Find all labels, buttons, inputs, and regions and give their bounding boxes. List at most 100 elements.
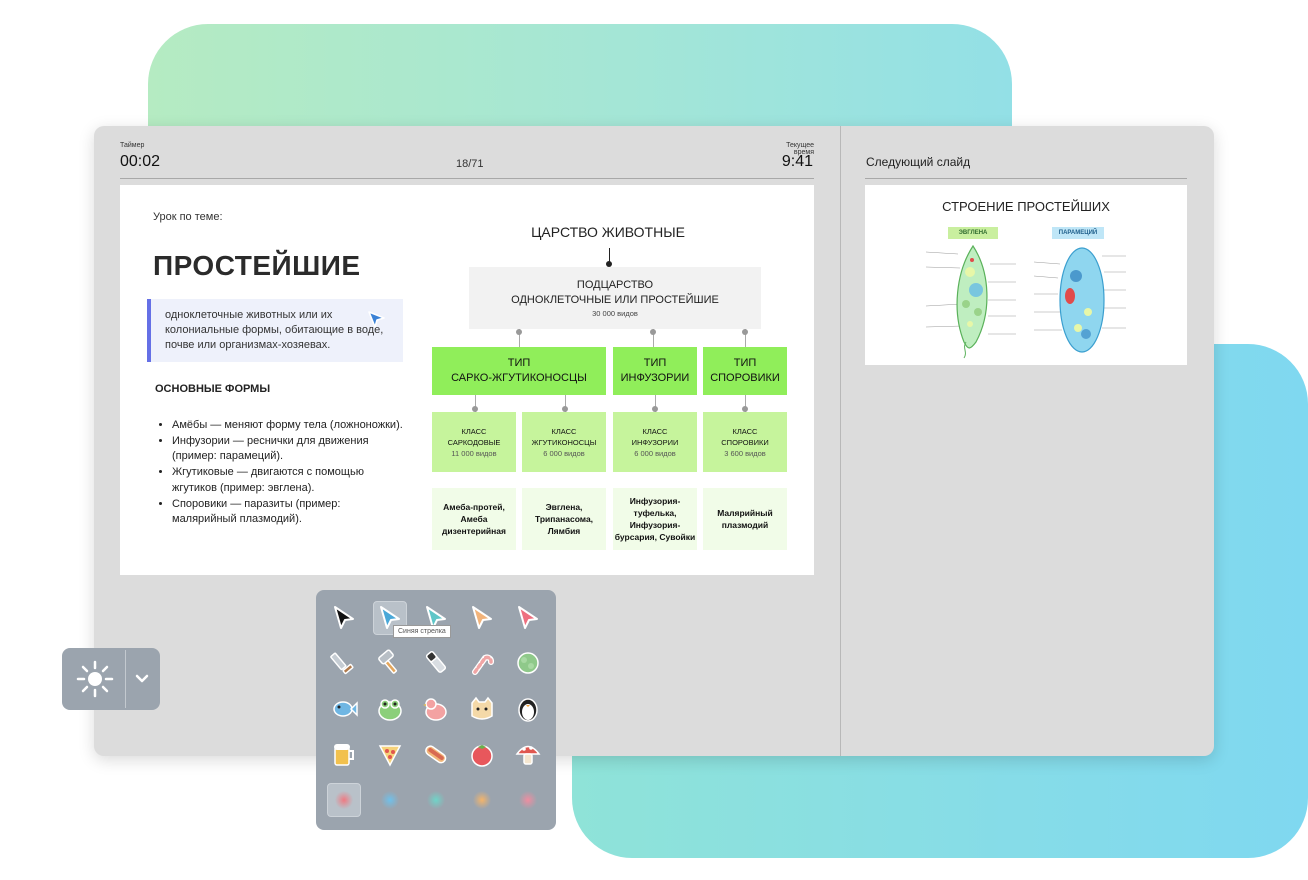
- type-label: ТИП: [643, 357, 667, 369]
- teal-arrow-icon: [426, 606, 446, 629]
- class-count: 3 600 видов: [724, 448, 766, 458]
- tooltip: Синяя стрелка: [393, 625, 451, 638]
- type-name: СПОРОВИКИ: [710, 372, 780, 384]
- type-name: ИНФУЗОРИИ: [620, 372, 690, 384]
- palette-item-chicken[interactable]: [419, 692, 453, 726]
- next-slide-label: Следующий слайд: [866, 155, 971, 169]
- palette-item-orange-glow[interactable]: [465, 783, 499, 817]
- list-item: Амёбы — меняют форму тела (ложноножки).: [172, 418, 404, 434]
- connector-dot: [650, 329, 656, 335]
- pink-glow-icon: [519, 791, 537, 809]
- palette-item-frog[interactable]: [373, 692, 407, 726]
- class-label: КЛАСС: [732, 426, 758, 436]
- palette-item-blue-glow[interactable]: [373, 783, 407, 817]
- laser-pointer-button[interactable]: [68, 652, 122, 706]
- next-slide-preview[interactable]: [865, 185, 1187, 365]
- definition-quote: одноклеточные животных или их колониальн…: [147, 299, 403, 362]
- connector-dot: [742, 406, 748, 412]
- list-item: Споровики — паразиты (пример: малярийный…: [172, 497, 404, 528]
- black-arrow-icon: [334, 606, 354, 629]
- header-rule: [120, 178, 814, 179]
- class-box: КЛАСС ИНФУЗОРИИ 6 000 видов: [613, 412, 697, 472]
- palette-item-pink-arrow[interactable]: [511, 601, 545, 635]
- class-box: КЛАСС ЖГУТИКОНОСЦЫ 6 000 видов: [522, 412, 606, 472]
- pointer-dropdown-button[interactable]: [127, 652, 157, 706]
- leaf-icon: [517, 652, 539, 674]
- tomato-icon: [471, 745, 493, 767]
- mushroom-icon: [515, 745, 541, 765]
- example-box: Инфузория-туфелька, Инфузория-бурсария, …: [613, 488, 697, 550]
- pizza-icon: [378, 745, 402, 767]
- class-count: 11 000 видов: [451, 448, 497, 458]
- palette-item-red-glow[interactable]: [327, 783, 361, 817]
- list-item: Инфузории — реснички для движения (приме…: [172, 434, 404, 465]
- timer-value: 00:02: [120, 153, 161, 170]
- paramecium-tag: ПАРАМЕЦИЙ: [1052, 227, 1104, 239]
- palette-item-cat[interactable]: [465, 692, 499, 726]
- blue-arrow-icon: [380, 606, 400, 629]
- euglena-illustration: [925, 244, 1016, 359]
- palette-item-pizza[interactable]: [373, 737, 407, 771]
- class-box: КЛАСС СПОРОВИКИ 3 600 видов: [703, 412, 787, 472]
- class-count: 6 000 видов: [634, 448, 676, 458]
- candy-cane-icon: [472, 654, 494, 675]
- chicken-icon: [423, 698, 447, 721]
- connector-dot: [606, 261, 612, 267]
- palette-item-leaf[interactable]: [511, 646, 545, 680]
- palette-item-hammer[interactable]: [373, 646, 407, 680]
- connector: [655, 395, 656, 412]
- class-count: 6 000 видов: [543, 448, 585, 458]
- palette-item-candy-cane[interactable]: [465, 646, 499, 680]
- class-name: ИНФУЗОРИИ: [631, 437, 679, 447]
- example-text: Амеба-протей, Амеба дизентерийная: [442, 502, 506, 536]
- palette-item-teal-glow[interactable]: [419, 783, 453, 817]
- pen-icon: [425, 651, 447, 673]
- palette-item-beer[interactable]: [327, 737, 361, 771]
- connector: [745, 395, 746, 412]
- example-box: Эвглена, Трипанасома, Лямбия: [522, 488, 606, 550]
- class-name: СПОРОВИКИ: [721, 437, 769, 447]
- palette-item-orange-arrow[interactable]: [465, 601, 499, 635]
- connector: [475, 395, 476, 412]
- connector: [653, 329, 654, 347]
- palette-item-pen[interactable]: [419, 646, 453, 680]
- palette-item-teal-arrow[interactable]: [419, 601, 453, 635]
- class-name: ЖГУТИКОНОСЦЫ: [531, 437, 597, 447]
- slide-subtitle: Урок по теме:: [153, 211, 223, 223]
- penguin-icon: [518, 698, 538, 722]
- palette-item-fish[interactable]: [327, 692, 361, 726]
- red-glow-icon: [335, 791, 353, 809]
- beer-icon: [334, 744, 354, 766]
- forms-list: Амёбы — меняют форму тела (ложноножки). …: [154, 418, 404, 528]
- palette-item-sword[interactable]: [327, 646, 361, 680]
- cat-icon: [471, 696, 493, 720]
- orange-glow-icon: [473, 791, 491, 809]
- palette-item-black-arrow[interactable]: [327, 601, 361, 635]
- definition-text: одноклеточные животных или их колониальн…: [165, 309, 384, 351]
- class-label: КЛАСС: [551, 426, 577, 436]
- palette-item-penguin[interactable]: [511, 692, 545, 726]
- blue-arrow-cursor-icon: [368, 311, 385, 328]
- class-box: КЛАСС САРКОДОВЫЕ 11 000 видов: [432, 412, 516, 472]
- fish-icon: [333, 701, 358, 717]
- diagram-kingdom: ЦАРСТВО ЖИВОТНЫЕ: [531, 224, 685, 240]
- connector: [609, 248, 610, 266]
- palette-item-tomato[interactable]: [465, 737, 499, 771]
- palette-item-hot-dog[interactable]: [419, 737, 453, 771]
- hammer-icon: [378, 649, 398, 674]
- subkingdom-box: ПОДЦАРСТВО ОДНОКЛЕТОЧНЫЕ ИЛИ ПРОСТЕЙШИЕ …: [469, 267, 761, 329]
- type-box: ТИП ИНФУЗОРИИ: [613, 347, 697, 395]
- pink-arrow-icon: [518, 606, 538, 629]
- orange-arrow-icon: [472, 606, 492, 629]
- example-box: Малярийный плазмодий: [703, 488, 787, 550]
- next-slide-title: СТРОЕНИЕ ПРОСТЕЙШИХ: [942, 199, 1110, 214]
- subkingdom-count: 30 000 видов: [592, 308, 638, 318]
- palette-item-pink-glow[interactable]: [511, 783, 545, 817]
- example-text: Эвглена, Трипанасома, Лямбия: [534, 502, 594, 536]
- slide-title: ПРОСТЕЙШИЕ: [153, 250, 361, 281]
- connector: [519, 329, 520, 347]
- palette-item-mushroom[interactable]: [511, 737, 545, 771]
- class-name: САРКОДОВЫЕ: [447, 437, 501, 447]
- class-label: КЛАСС: [461, 426, 487, 436]
- connector: [745, 329, 746, 347]
